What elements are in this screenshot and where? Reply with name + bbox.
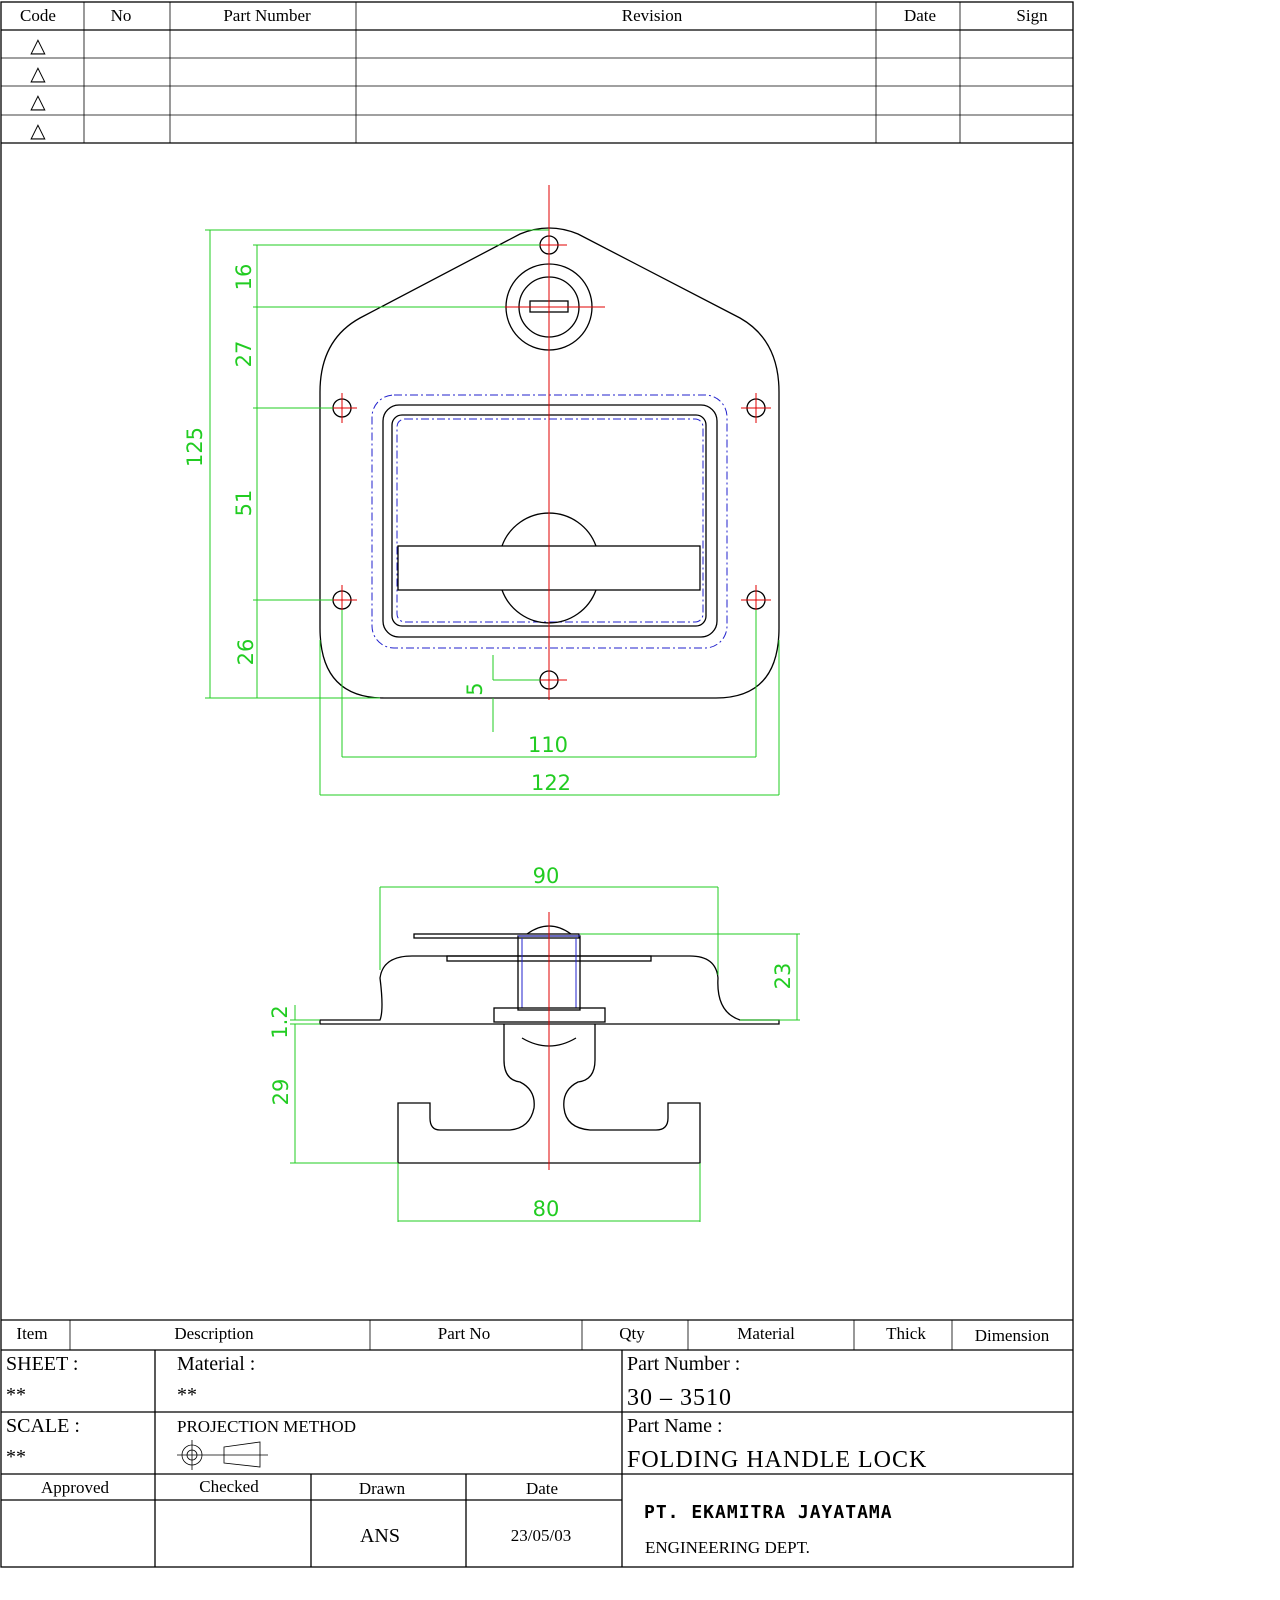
checked-label: Checked [199,1477,259,1496]
revision-code-triangle: △ [30,35,46,57]
parts-header-qty: Qty [619,1324,645,1343]
part-number-value: 30 – 3510 [627,1385,732,1411]
projection-method-label: PROJECTION METHOD [177,1417,356,1436]
header-date: Date [904,6,936,25]
parts-header-material: Material [737,1324,795,1343]
parts-header-dimension: Dimension [975,1326,1050,1345]
revision-code-triangle: △ [30,91,46,113]
approved-label: Approved [41,1478,109,1497]
side-view: 90 23 1.2 29 80 [268,864,800,1222]
part-number-label: Part Number : [627,1353,740,1375]
title-block: SHEET : ** Material : ** Part Number : 3… [1,1350,1073,1567]
header-part-number: Part Number [223,6,311,25]
header-revision: Revision [622,6,683,25]
company-name: PT. EKAMITRA JAYATAMA [644,1502,893,1523]
dimension-29: 29 [269,1079,293,1106]
recess-inner-hidden [396,418,704,623]
side-view-dimensions: 90 23 1.2 29 80 [268,864,800,1222]
sheet-label: SHEET : [6,1353,78,1375]
dimension-1-2: 1.2 [268,1005,292,1038]
part-name-label: Part Name : [627,1415,723,1437]
revision-code-triangle: △ [30,120,46,142]
dimension-16: 16 [232,264,256,291]
revision-code-triangle: △ [30,63,46,85]
dimension-80: 80 [533,1197,560,1221]
dimension-125: 125 [183,427,207,467]
material-value: ** [177,1384,197,1406]
date-label: Date [526,1479,558,1498]
header-sign: Sign [1016,6,1048,25]
header-no: No [111,6,132,25]
department-name: ENGINEERING DEPT. [645,1538,810,1557]
parts-header-thick: Thick [886,1324,926,1343]
scale-value: ** [6,1446,26,1468]
dimension-110: 110 [528,733,568,757]
sheet-value: ** [6,1384,26,1406]
parts-list: Item Description Part No Qty Material Th… [1,1319,1073,1351]
dimension-5: 5 [463,682,487,695]
top-view: 125 16 27 51 26 5 110 122 [183,185,780,796]
revision-table: Code No Part Number Revision Date Sign △… [0,1,1074,1568]
first-angle-projection-icon [177,1440,268,1470]
body-profile [319,955,780,1025]
date-value: 23/05/03 [511,1526,571,1545]
header-code: Code [20,6,56,25]
dimension-90: 90 [533,864,560,888]
dimension-26: 26 [234,639,258,666]
dimension-27: 27 [232,341,256,368]
dimension-122: 122 [531,771,571,795]
recess-outline [382,404,718,638]
material-label: Material : [177,1353,255,1375]
dimension-51: 51 [232,490,256,517]
top-view-dimensions: 125 16 27 51 26 5 110 122 [183,229,780,796]
scale-label: SCALE : [6,1415,80,1437]
drawn-value: ANS [360,1525,400,1547]
lock-plate-outline [319,227,780,699]
drawn-label: Drawn [359,1479,406,1498]
parts-header-item: Item [16,1324,47,1343]
parts-header-description: Description [174,1324,254,1343]
parts-header-part-no: Part No [438,1324,490,1343]
dimension-23: 23 [771,963,795,990]
part-name-value: FOLDING HANDLE LOCK [627,1447,927,1473]
